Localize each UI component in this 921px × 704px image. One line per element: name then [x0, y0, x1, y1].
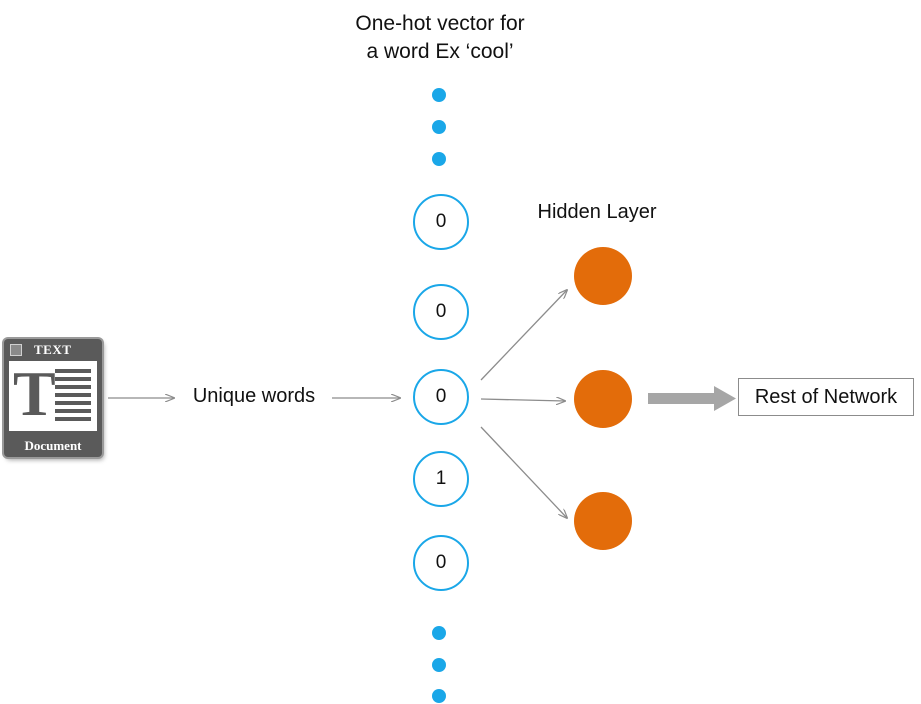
- unique-words-label: Unique words: [192, 385, 316, 407]
- ellipsis-dot-top-1: [432, 88, 446, 102]
- document-text-lines-icon: [55, 369, 91, 425]
- document-icon-top-text: TEXT: [34, 342, 72, 357]
- ellipsis-dot-bottom-2: [432, 658, 446, 672]
- vector-node-value: 0: [435, 211, 447, 232]
- vector-node: 0: [413, 284, 469, 340]
- vector-node-value: 0: [435, 301, 447, 322]
- hidden-node-middle: [574, 370, 632, 428]
- text-document-icon: TEXT T Document: [4, 339, 102, 457]
- arrow-vector-to-hidden-bottom: [480, 426, 567, 518]
- ellipsis-dot-bottom-3: [432, 689, 446, 703]
- hidden-node-top: [574, 247, 632, 305]
- vector-title-line-2: a word Ex ‘cool’: [366, 40, 514, 63]
- hidden-layer-label: Hidden Layer: [537, 201, 657, 223]
- vector-node: 0: [413, 369, 469, 425]
- document-icon-letter: T: [13, 358, 56, 429]
- arrow-vector-to-hidden-top: [480, 290, 567, 381]
- document-icon-header: TEXT: [4, 339, 102, 361]
- hidden-node-bottom: [574, 492, 632, 550]
- arrow-vector-to-hidden-middle: [480, 399, 565, 401]
- document-window-square-icon: [10, 344, 22, 356]
- ellipsis-dot-bottom-1: [432, 626, 446, 640]
- vector-node-value: 1: [435, 468, 447, 489]
- vector-node: 0: [413, 194, 469, 250]
- vector-node: 0: [413, 535, 469, 591]
- rest-of-network-label: Rest of Network: [754, 385, 898, 408]
- ellipsis-dot-top-2: [432, 120, 446, 134]
- vector-node: 1: [413, 451, 469, 507]
- vector-title-line-1: One-hot vector for: [355, 12, 525, 35]
- document-icon-page: T: [9, 358, 97, 431]
- rest-of-network-box: Rest of Network: [738, 378, 914, 416]
- vector-title: One-hot vector for a word Ex ‘cool’: [300, 10, 580, 66]
- ellipsis-dot-top-3: [432, 152, 446, 166]
- vector-node-value: 0: [435, 386, 447, 407]
- document-icon-bottom-text: Document: [24, 438, 82, 453]
- thick-arrow-hidden-to-output: [648, 386, 736, 411]
- vector-node-value: 0: [435, 552, 447, 573]
